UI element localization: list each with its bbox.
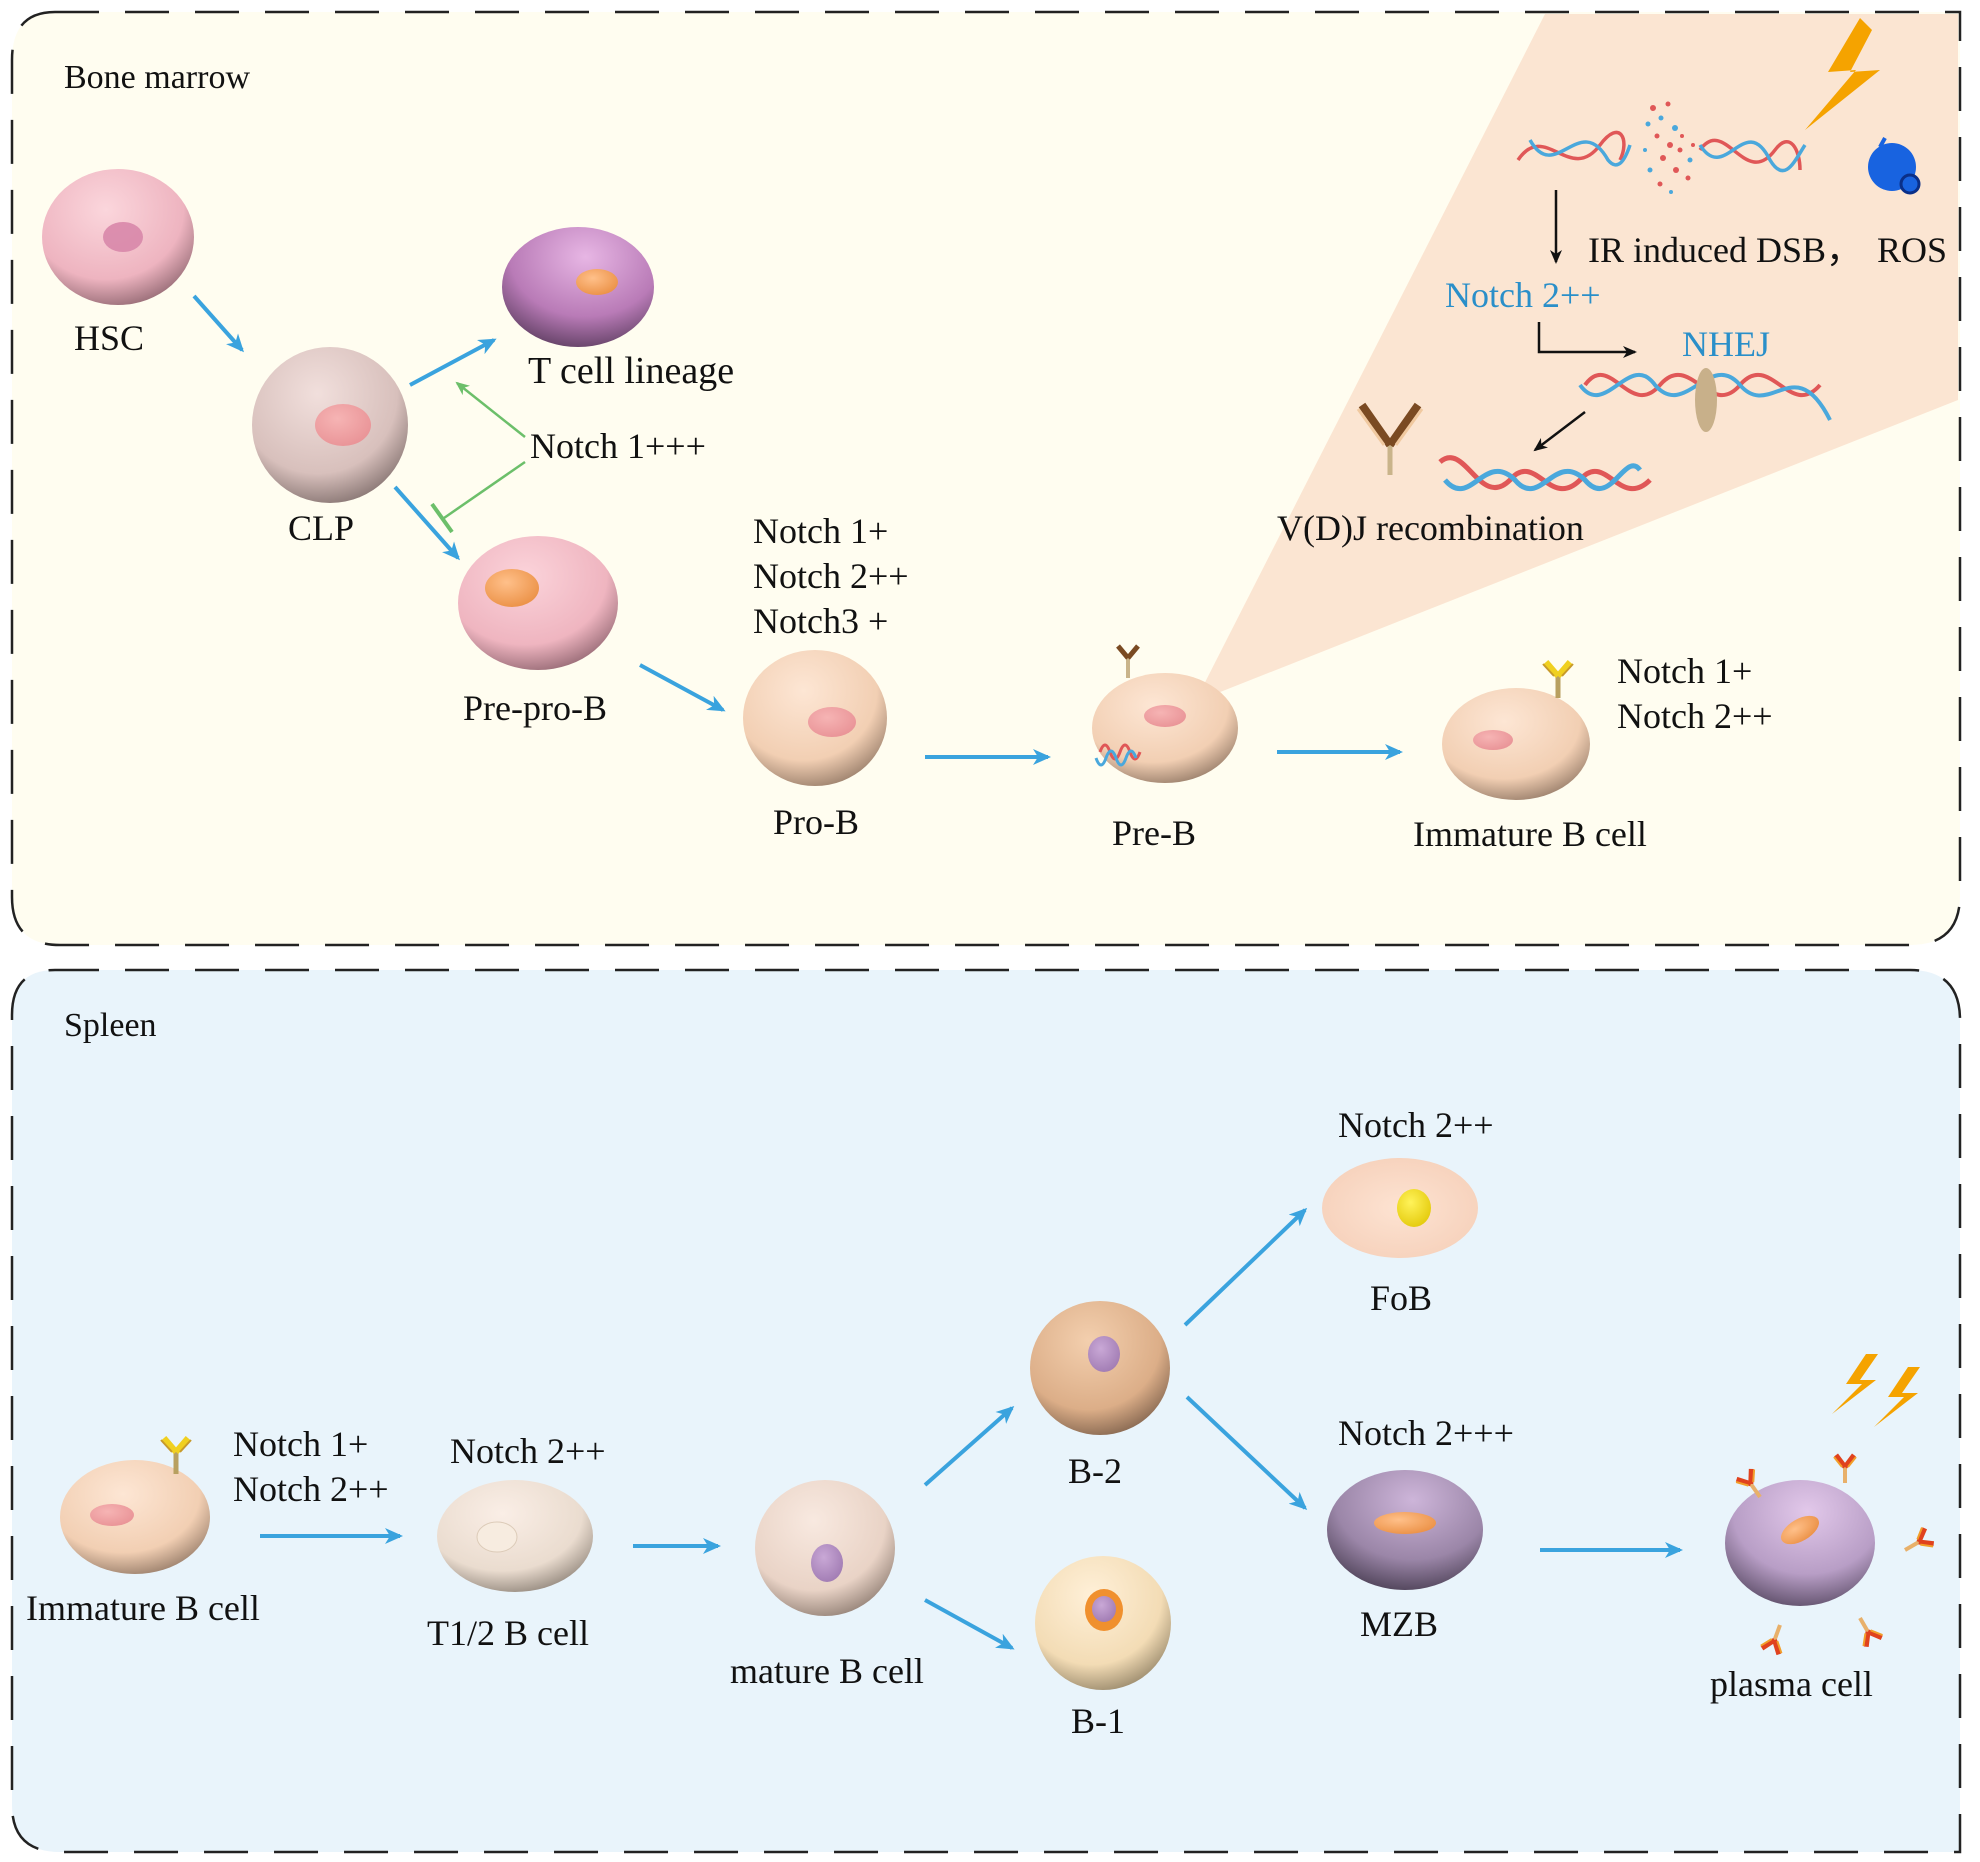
ir-dsb-label: IR induced DSB， xyxy=(1588,230,1862,270)
plasma-lightning-icon-2 xyxy=(1874,1367,1920,1427)
fob-notch-label: Notch 2++ xyxy=(1338,1105,1494,1145)
b1-label: B-1 xyxy=(1071,1701,1125,1741)
pre-b-cell xyxy=(1092,646,1238,783)
pro-b-label: Pro-B xyxy=(773,802,859,842)
b1-cell xyxy=(1035,1556,1171,1690)
pre-pro-b-cell xyxy=(458,536,618,670)
t12-notch-label: Notch 2++ xyxy=(450,1431,606,1471)
pro-b-notch2: Notch 2++ xyxy=(753,556,909,596)
hsc-label: HSC xyxy=(74,318,144,358)
ros-label: ROS xyxy=(1877,230,1947,270)
bm-immature-b-label: Immature B cell xyxy=(1413,814,1647,854)
sp-immature-notch1: Notch 1+ xyxy=(233,1424,368,1464)
plasma-label: plasma cell xyxy=(1710,1664,1873,1704)
sp-immature-b-label: Immature B cell xyxy=(26,1588,260,1628)
arrow-nhej-vdj xyxy=(1533,411,1586,452)
t12-label: T1/2 B cell xyxy=(427,1613,589,1653)
dna-fragments xyxy=(1643,101,1695,194)
arrow-clp-tcell xyxy=(409,338,497,387)
notch1-strong-label: Notch 1+++ xyxy=(530,426,706,466)
ros-icon xyxy=(1868,137,1921,195)
sp-immature-notch2: Notch 2++ xyxy=(233,1469,389,1509)
arrow-b2-fob xyxy=(1183,1207,1308,1327)
notch1-effects xyxy=(430,381,526,534)
vdj-label: V(D)J recombination xyxy=(1277,508,1584,548)
bm-immature-notch2: Notch 2++ xyxy=(1617,696,1773,736)
vdj-dna-graphic xyxy=(1438,455,1652,491)
mzb-cell xyxy=(1327,1470,1483,1590)
spleen-panel: Spleen Immature B cell Notch 1+ Notch 2+… xyxy=(10,968,1962,1854)
arrow-mature-b1 xyxy=(924,1598,1015,1650)
pre-pro-b-label: Pre-pro-B xyxy=(463,688,607,728)
spleen-arrows xyxy=(260,1207,1683,1650)
clp-cell xyxy=(252,347,408,503)
plasma-cell xyxy=(1725,1455,1935,1655)
hsc-cell xyxy=(42,169,194,305)
arrow-notch2-nhej xyxy=(1537,322,1637,358)
pre-b-label: Pre-B xyxy=(1112,813,1196,853)
arrow-hsc-clp xyxy=(192,294,244,353)
spleen-panel-border xyxy=(10,968,1962,1854)
bm-arrows xyxy=(192,294,1403,765)
b2-cell xyxy=(1030,1301,1170,1435)
lightning-bolt-icon xyxy=(1805,18,1880,130)
b2-label: B-2 xyxy=(1068,1451,1122,1491)
dna-break-graphic xyxy=(1516,101,1807,194)
mzb-label: MZB xyxy=(1360,1604,1438,1644)
bm-immature-b-cell xyxy=(1442,662,1590,800)
zoom-wedge xyxy=(1195,14,1958,702)
nhej-dna-graphic xyxy=(1578,368,1832,432)
pro-b-notch3: Notch3 + xyxy=(753,601,888,641)
spleen-title: Spleen xyxy=(64,1007,157,1044)
bone-marrow-panel: Bone marrow HSC CLP T cell lineage Pre-p… xyxy=(10,10,1962,947)
notch1-promote-arrow xyxy=(455,381,526,438)
t-cell-lineage-label: T cell lineage xyxy=(528,350,734,392)
vdj-antibody-icon xyxy=(1356,402,1424,475)
bone-marrow-title: Bone marrow xyxy=(64,59,250,96)
spleen-panel-bg xyxy=(12,970,1960,1852)
clp-label: CLP xyxy=(288,508,354,548)
fob-cell xyxy=(1322,1158,1478,1258)
notch2-blue-label: Notch 2++ xyxy=(1445,275,1601,315)
sp-immature-b-cell xyxy=(60,1438,210,1574)
bone-marrow-panel-border xyxy=(10,10,1962,947)
nhej-label: NHEJ xyxy=(1682,324,1770,364)
arrow-preprob-prob xyxy=(639,663,726,712)
bm-immature-notch1: Notch 1+ xyxy=(1617,651,1752,691)
arrow-clp-preprob xyxy=(393,485,460,561)
fob-label: FoB xyxy=(1370,1278,1432,1318)
t12-b-cell xyxy=(437,1480,593,1592)
notch1-inhibit-bar xyxy=(430,502,454,534)
t-cell-lineage-cell xyxy=(502,227,654,347)
plasma-lightning-icon-1 xyxy=(1832,1354,1878,1414)
pro-b-notch1: Notch 1+ xyxy=(753,511,888,551)
arrow-b2-mzb xyxy=(1185,1395,1308,1511)
mature-b-cell xyxy=(755,1480,895,1616)
arrow-mature-b2 xyxy=(923,1406,1015,1487)
mature-b-label: mature B cell xyxy=(730,1651,924,1691)
notch1-inhibit-line xyxy=(443,460,526,520)
mzb-notch-label: Notch 2+++ xyxy=(1338,1413,1514,1453)
pro-b-cell xyxy=(743,650,887,786)
